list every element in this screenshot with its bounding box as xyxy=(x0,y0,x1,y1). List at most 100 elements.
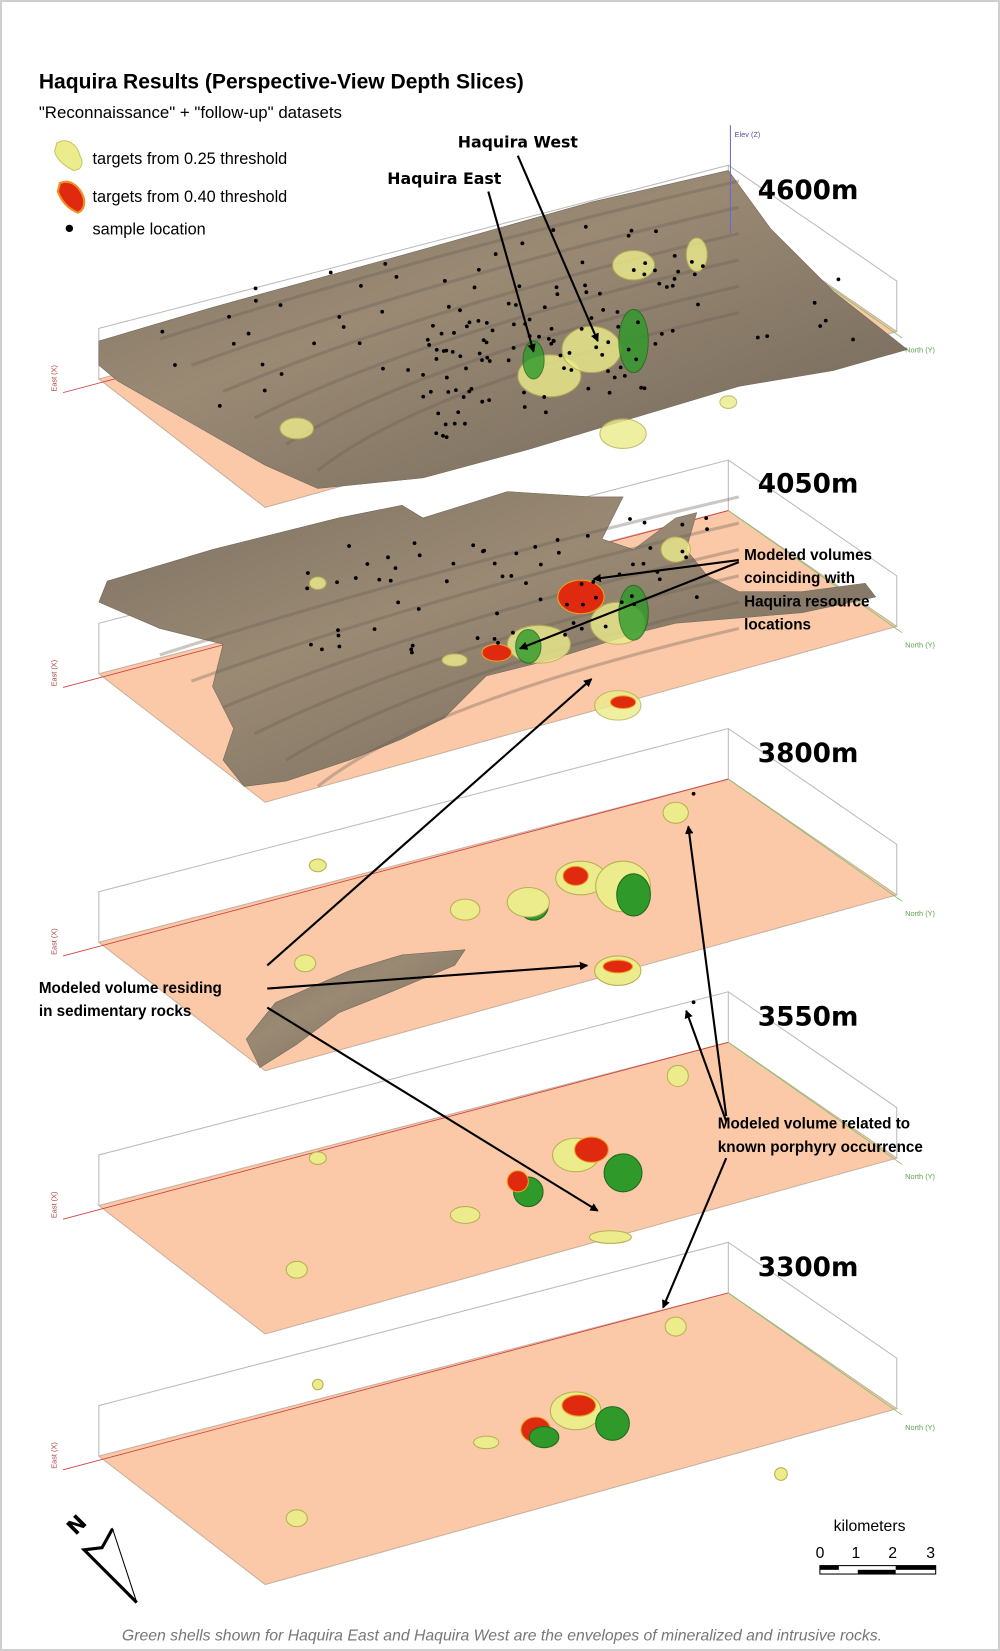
depth-slice-3550: East (X)North (Y) xyxy=(50,991,935,1335)
sample-dot xyxy=(357,341,362,346)
sample-dot xyxy=(755,335,760,340)
sample-dot xyxy=(475,636,480,640)
target-0.40 xyxy=(574,1136,609,1163)
sample-dot xyxy=(492,637,497,641)
sample-dot xyxy=(246,331,251,336)
sample-dot xyxy=(600,352,605,357)
sample-dot xyxy=(359,283,363,288)
sample-dot xyxy=(555,292,560,297)
sample-dot xyxy=(365,562,370,566)
sample-locations xyxy=(305,516,709,655)
sample-dot xyxy=(485,355,490,360)
sample-dot xyxy=(571,621,576,625)
sample-dot xyxy=(469,386,474,391)
east-axis-label: East (X) xyxy=(50,660,59,687)
caption: Green shells shown for Haquira East and … xyxy=(122,1627,882,1644)
sample-dot xyxy=(594,345,599,350)
depth-slice-3300: East (X)North (Y) xyxy=(50,1241,935,1586)
sample-dot xyxy=(664,285,669,289)
sample-dot xyxy=(511,630,515,635)
svg-text:locations: locations xyxy=(744,617,811,634)
sample-dot xyxy=(522,405,527,409)
sample-dot xyxy=(606,369,610,374)
sample-dot xyxy=(409,647,414,652)
sample-dot xyxy=(454,388,458,393)
legend: targets from 0.25 threshold targets from… xyxy=(54,140,288,239)
sample-dot xyxy=(511,345,516,350)
sample-dot xyxy=(446,304,451,309)
sample-dot xyxy=(704,516,709,521)
sample-dot xyxy=(506,358,511,363)
sample-dot xyxy=(476,267,481,272)
sample-dot xyxy=(421,372,425,377)
sample-dot xyxy=(500,574,505,579)
sample-dot xyxy=(493,252,498,256)
sample-dot xyxy=(410,650,414,655)
terrain-ridge xyxy=(285,600,740,762)
sample-dot xyxy=(563,632,567,637)
sample-dot xyxy=(538,562,543,567)
sample-dot xyxy=(653,268,657,273)
sample-dot xyxy=(253,286,258,291)
green-envelope-shell xyxy=(595,1406,630,1441)
terrain-ridge xyxy=(222,232,740,394)
sample-dot xyxy=(337,644,342,649)
sample-dot xyxy=(434,431,439,436)
sample-dot xyxy=(512,322,516,327)
east-axis-label: East (X) xyxy=(50,1192,59,1219)
sample-dot xyxy=(260,362,265,367)
svg-text:known porphyry occurrence: known porphyry occurrence xyxy=(718,1139,923,1156)
sample-dot xyxy=(410,643,415,648)
sample-dot xyxy=(642,520,647,525)
target-0.25 xyxy=(308,1151,327,1165)
target-volumes xyxy=(294,801,689,986)
sample-dot xyxy=(586,386,591,391)
east-axis xyxy=(62,778,729,957)
sample-dot xyxy=(653,341,658,346)
sample-dot xyxy=(692,272,697,277)
target-0.25 xyxy=(506,886,550,918)
sample-dot xyxy=(601,307,606,312)
sample-dot xyxy=(579,626,584,631)
slice-label-3550: 3550m xyxy=(758,1002,859,1032)
slice-plane xyxy=(98,1292,897,1585)
sample-dot xyxy=(254,298,258,303)
box-bottom-edges xyxy=(97,1292,898,1586)
sample-dot xyxy=(527,317,532,322)
depth-slices: East (X)North (Y)East (X)North (Y)East (… xyxy=(50,164,935,1586)
green-envelope-shell xyxy=(603,1153,643,1193)
target-0.25 xyxy=(588,1230,632,1244)
sample-dot xyxy=(580,260,585,265)
svg-text:coinciding with: coinciding with xyxy=(744,570,855,587)
sample-dot xyxy=(427,343,432,347)
sample-dot xyxy=(492,561,497,566)
sample-dot xyxy=(490,328,495,333)
slice-plane xyxy=(98,1042,897,1334)
figure-title: Haquira Results (Perspective-View Depth … xyxy=(39,70,524,93)
target-0.25 xyxy=(294,954,317,973)
svg-text:Modeled volumes: Modeled volumes xyxy=(744,547,872,564)
sample-dot xyxy=(484,340,489,345)
sample-dot xyxy=(565,602,569,607)
svg-text:Modeled volume residing: Modeled volume residing xyxy=(39,980,222,997)
sample-dot xyxy=(700,264,705,269)
sample-dot xyxy=(456,410,461,415)
target-0.25 xyxy=(666,1064,689,1088)
sample-dot xyxy=(584,290,589,295)
sample-dot xyxy=(569,368,574,372)
sample-dot xyxy=(441,433,445,438)
sample-dot xyxy=(636,320,640,325)
sample-dot xyxy=(680,549,685,554)
sample-dot xyxy=(579,327,584,331)
sample-dot xyxy=(347,544,351,548)
svg-text:3: 3 xyxy=(926,1545,935,1562)
sample-dot xyxy=(464,324,469,329)
sample-dot xyxy=(481,338,486,342)
legend-label-0.40: targets from 0.40 threshold xyxy=(93,188,288,206)
target-0.25 xyxy=(774,1467,788,1481)
north-axis-label: North (Y) xyxy=(905,1423,935,1432)
sample-dot xyxy=(591,580,596,584)
sample-dot xyxy=(626,347,631,352)
target-0.25 xyxy=(285,1509,308,1528)
sample-dot xyxy=(443,422,448,427)
